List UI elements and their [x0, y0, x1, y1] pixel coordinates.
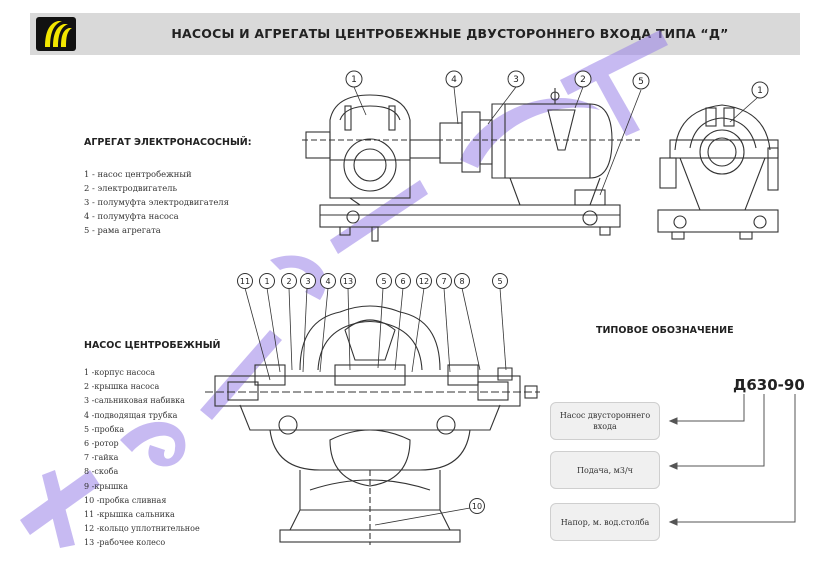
- aggregate-side-view: [302, 88, 640, 242]
- svg-text:5: 5: [381, 277, 386, 286]
- list-item: 2 - электродвигатель: [84, 183, 178, 193]
- svg-text:1: 1: [264, 277, 269, 286]
- callout-pump-7: 7: [436, 273, 452, 289]
- list-item: 4 -подводящая трубка: [84, 410, 178, 420]
- list-item: 4 - полумуфта насоса: [84, 211, 179, 221]
- svg-text:5: 5: [497, 277, 502, 286]
- callout-pump-5b: 5: [492, 273, 508, 289]
- list-item: 6 -ротор: [84, 439, 119, 449]
- svg-text:3: 3: [305, 277, 310, 286]
- callout-aggregate-1-end: 1: [751, 81, 769, 99]
- svg-text:4: 4: [451, 75, 457, 85]
- list-item: 5 - рама агрегата: [84, 225, 161, 235]
- callout-leaders: [244, 86, 758, 526]
- callout-aggregate-5: 5: [632, 72, 650, 90]
- list-item: 3 - полумуфта электродвигателя: [84, 197, 229, 207]
- list-item: 2 -крышка насоса: [84, 382, 160, 392]
- aggregate-legend: 1 - насос центробежный 2 - электродвигат…: [84, 167, 229, 237]
- list-item: 3 -сальниковая набивка: [84, 396, 185, 406]
- callout-pump-6: 6: [395, 273, 411, 289]
- svg-text:2: 2: [286, 277, 291, 286]
- aggregate-callouts: 1 4 3 2 5 1: [345, 70, 769, 99]
- pump-section-view: [205, 305, 540, 545]
- list-item: 1 -корпус насоса: [84, 368, 155, 377]
- svg-text:12: 12: [419, 277, 429, 286]
- svg-text:5: 5: [638, 77, 644, 87]
- aggregate-end-view: [657, 104, 779, 240]
- svg-text:10: 10: [472, 502, 482, 511]
- svg-text:11: 11: [240, 277, 250, 286]
- header-bar: [30, 13, 800, 55]
- svg-text:1: 1: [351, 75, 357, 85]
- svg-text:1: 1: [757, 86, 763, 96]
- callout-pump-1: 1: [259, 273, 275, 289]
- company-logo-icon: [36, 17, 76, 51]
- aggregate-title: АГРЕГАТ ЭЛЕКТРОНАСОСНЫЙ:: [84, 137, 252, 148]
- list-item: 12 -кольцо уплотнительное: [84, 524, 200, 534]
- callout-pump-5: 5: [376, 273, 392, 289]
- svg-text:4: 4: [325, 277, 330, 286]
- designation-box-flow: Подача, м3/ч: [550, 451, 660, 489]
- designation-box-type: Насос двустороннего входа: [550, 402, 660, 440]
- callout-pump-3: 3: [300, 273, 316, 289]
- list-item: 8 -скоба: [84, 467, 119, 477]
- pump-title: НАСОС ЦЕНТРОБЕЖНЫЙ: [84, 340, 221, 351]
- svg-text:7: 7: [441, 277, 446, 286]
- list-item: 10 -пробка сливная: [84, 495, 167, 505]
- list-item: 11 -крышка сальника: [84, 510, 175, 520]
- callout-pump-11: 11: [237, 273, 253, 289]
- list-item: 5 -пробка: [84, 424, 125, 434]
- callout-pump-4: 4: [320, 273, 336, 289]
- list-item: 1 - насос центробежный: [84, 169, 192, 179]
- designation-connectors: [668, 394, 796, 526]
- list-item: 9 -крышка: [84, 481, 129, 491]
- callout-aggregate-2: 2: [574, 70, 592, 88]
- callout-pump-2: 2: [281, 273, 297, 289]
- callout-pump-12: 12: [416, 273, 432, 289]
- svg-text:8: 8: [459, 277, 464, 286]
- page-title: НАСОСЫ И АГРЕГАТЫ ЦЕНТРОБЕЖНЫЕ ДВУСТОРОН…: [171, 26, 729, 41]
- svg-text:3: 3: [513, 75, 519, 85]
- designation-code: Д630-90: [733, 376, 805, 394]
- callout-aggregate-1: 1: [345, 70, 363, 88]
- callout-pump-10: 10: [469, 498, 485, 514]
- svg-text:2: 2: [580, 75, 586, 85]
- callout-aggregate-4: 4: [445, 70, 463, 88]
- pump-legend: 1 -корпус насоса 2 -крышка насоса 3 -сал…: [84, 366, 200, 551]
- list-item: 13 -рабочее колесо: [84, 538, 166, 548]
- designation-title: ТИПОВОЕ ОБОЗНАЧЕНИЕ: [596, 325, 734, 336]
- svg-text:13: 13: [343, 277, 353, 286]
- callout-pump-8: 8: [454, 273, 470, 289]
- pump-callouts: 11 1 2 3 4 13 5 6 12 7 8 5 10: [237, 273, 508, 514]
- designation-box-head: Напор, м. вод.столба: [550, 503, 660, 541]
- svg-text:6: 6: [400, 277, 405, 286]
- list-item: 7 -гайка: [84, 453, 119, 463]
- logo-stripes-icon: [45, 21, 72, 47]
- callout-pump-13: 13: [340, 273, 356, 289]
- watermark-graphic: [20, 30, 668, 548]
- callout-aggregate-3: 3: [507, 70, 525, 88]
